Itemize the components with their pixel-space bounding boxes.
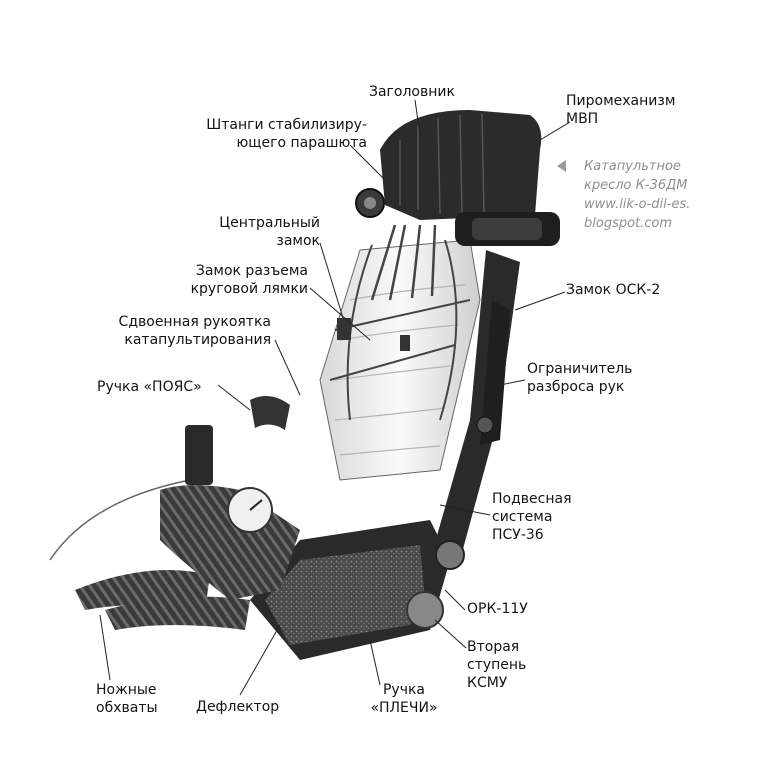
label-lap-belt-lock: Замок разъема круговой лямки [190,263,308,297]
twin-handle [250,396,290,430]
image-credit: Катапультное кресло К-36ДМ www.lik-o-dil… [584,159,691,231]
label-pyro-mechanism: Пиромеханизм МВП [566,93,676,127]
label-deflector: Дефлектор [196,699,280,715]
central-lock [337,318,351,340]
second-stage-ksmu [406,591,444,629]
belt-handle-block [185,425,213,485]
label-osk-lock: Замок ОСК-2 [566,282,661,298]
label-stabilizer-rods: Штанги стабилизиру- ющего парашюта [206,117,367,151]
label-twin-ejection-handle: Сдвоенная рукоятка катапультирования [118,314,271,348]
arm-limiter-arm [480,300,510,445]
leg-guard-right [105,596,250,630]
label-harness-psu36: Подвесная система ПСУ-36 [492,491,572,543]
label-ork-11u: ОРК-11У [467,601,528,617]
label-belt-handle: Ручка «ПОЯС» [97,379,202,395]
credit-marker-icon [557,160,566,172]
label-shoulder-handle: Ручка «ПЛЕЧИ» [370,682,438,716]
label-leg-guards: Ножные обхваты [96,682,158,716]
seat-pan-face [265,545,425,645]
label-headrest: Заголовник [369,84,455,100]
ork-unit [435,540,465,570]
label-arm-limiter: Ограничитель разброса рук [527,361,633,395]
label-central-lock: Центральный замок [219,215,320,249]
label-second-stage-ksmu: Вторая ступень КСМУ [467,639,527,691]
rail-roller [476,416,494,434]
